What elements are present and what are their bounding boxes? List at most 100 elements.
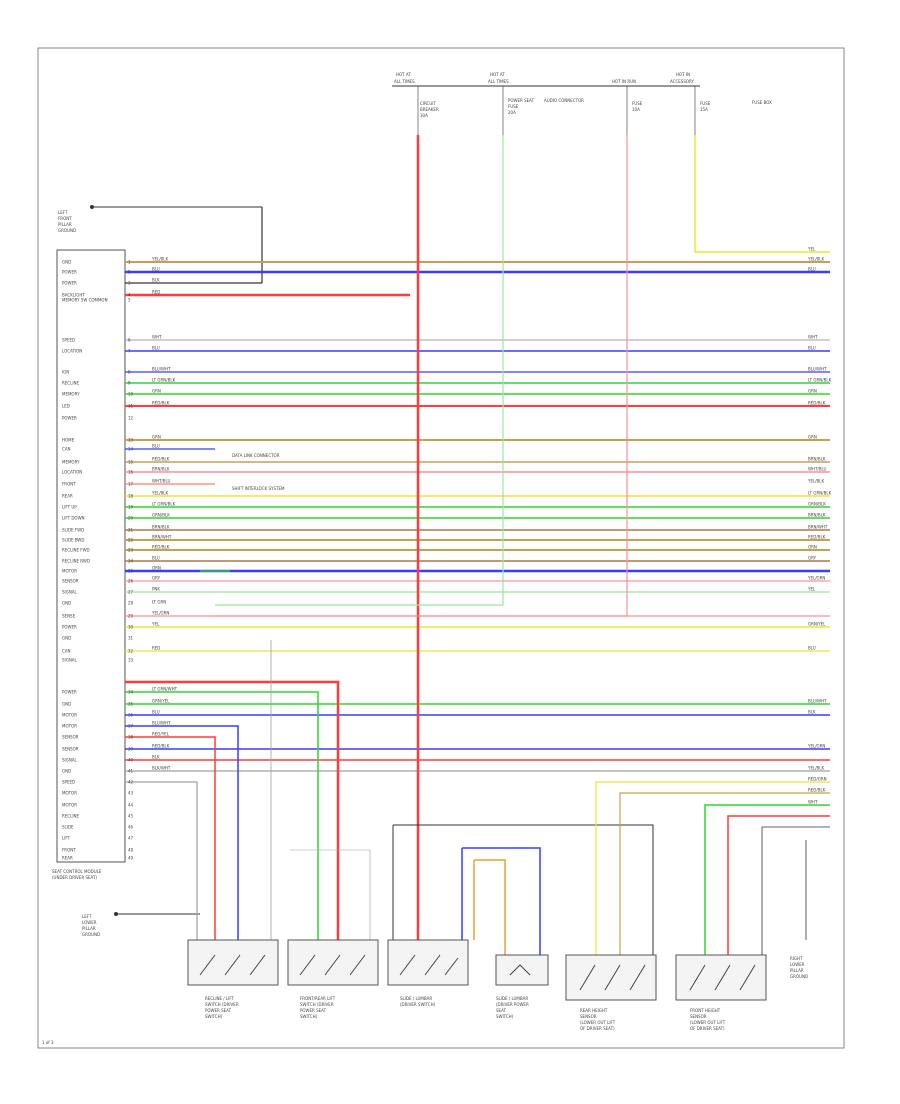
wire-label-right: GRN bbox=[808, 435, 817, 440]
fuse-2-line3: 20A bbox=[508, 110, 516, 115]
ground-right-line-3: PILLAR bbox=[790, 968, 804, 973]
module-label-1: SEAT CONTROL MODULE bbox=[52, 869, 102, 874]
wire-label-left: RED/YEL bbox=[152, 732, 170, 737]
module-pin-label: POWER bbox=[62, 625, 77, 630]
wire-label-right: RED/BLK bbox=[808, 788, 826, 793]
module-pin-label: RECLINE bbox=[62, 381, 80, 386]
motor-symbol bbox=[509, 964, 531, 976]
wire-label-left: ORN bbox=[152, 566, 161, 571]
ground-right-line-4: GROUND bbox=[790, 974, 808, 979]
module-pin-label: BACKLIGHT bbox=[62, 293, 85, 298]
wire-label-right: LT GRN/BLK bbox=[808, 491, 832, 496]
module-pin-number: 9 bbox=[128, 381, 131, 386]
module-pin-number: 1 bbox=[128, 260, 131, 265]
module-pin-label: SENSE bbox=[62, 614, 76, 619]
wire-label-right: BLU/WHT bbox=[808, 699, 827, 704]
module-pin-number: 11 bbox=[128, 404, 134, 409]
wire-label-left: BLK bbox=[152, 755, 160, 760]
wire-label-right: YEL/BLK bbox=[807, 479, 825, 484]
module-pin-label: MEMORY bbox=[62, 392, 80, 397]
ground-bottom-line-4: GROUND bbox=[82, 932, 100, 937]
blue-to-motor bbox=[462, 847, 541, 955]
wire-label-left: BLK/WHT bbox=[152, 766, 171, 771]
module-pin-label: LIFT bbox=[62, 836, 71, 841]
module-pin-number: 43 bbox=[128, 791, 134, 796]
wire-label-left: RED/BLK bbox=[152, 457, 170, 462]
wire-label-left: RED bbox=[152, 290, 160, 295]
wire-label-right: WHT bbox=[808, 335, 818, 340]
module-pin-label: CAN bbox=[62, 649, 71, 654]
comp3-l2: (DRIVER SWITCH) bbox=[400, 1002, 436, 1007]
module-pin-label: SENSOR bbox=[62, 735, 79, 740]
module-pin-number: 10 bbox=[128, 392, 134, 397]
comp5-l4: OF DRIVER SEAT) bbox=[580, 1026, 615, 1031]
module-pin-number: 45 bbox=[128, 814, 134, 819]
wire-label-left: BLU bbox=[152, 710, 160, 715]
module-pin-number: 4 bbox=[128, 293, 131, 298]
module-pin-number: 44 bbox=[128, 803, 134, 808]
recline-switch-symbol bbox=[199, 954, 266, 976]
module-pin-label: IGN bbox=[62, 370, 69, 375]
comp2-l1: FRONT/REAR LIFT bbox=[300, 996, 336, 1001]
module-pin-label: MOTOR bbox=[62, 569, 77, 574]
module-pin-label: GND bbox=[62, 601, 71, 606]
wire-label-left: BLU/WHT bbox=[152, 721, 171, 726]
comp4-l2: (DRIVER POWER bbox=[496, 1002, 529, 1007]
wire-label-right: RED/BLK bbox=[808, 401, 826, 406]
module-pin-number: 27 bbox=[128, 590, 134, 595]
wire-label-right: YEL/GRN bbox=[807, 744, 825, 749]
module-pin-number: 24 bbox=[128, 559, 134, 564]
fuse-1-line3: 30A bbox=[420, 113, 428, 118]
black-to-front bbox=[761, 826, 830, 955]
data-link-note: DATA LINK CONNECTOR bbox=[232, 453, 280, 458]
fuse-1-line2: BREAKER bbox=[420, 107, 439, 112]
wire-label-right: YEL/BLK bbox=[807, 257, 825, 262]
diagram-border bbox=[37, 47, 845, 1049]
comp6-l2: SENSOR bbox=[690, 1014, 707, 1019]
bottom-components: RECLINE / LIFT SWITCH (DRIVER POWER SEAT… bbox=[187, 939, 767, 1031]
front-rear-lift-switch-box bbox=[287, 939, 379, 986]
module-pin-label: LOCATION bbox=[62, 349, 82, 354]
wire-label-left: RED/BLK bbox=[152, 545, 170, 550]
module-pin-label: MOTOR bbox=[62, 713, 77, 718]
ground-bottom-line-1: LEFT bbox=[82, 914, 92, 919]
module-pin-label: FRONT bbox=[62, 848, 76, 853]
module-pin-number: 22 bbox=[128, 538, 134, 543]
module-pin-label: SLIDE BWD bbox=[62, 538, 84, 543]
module-pin-label: RECLINE BWD bbox=[62, 559, 90, 564]
module-pin-label: SIGNAL bbox=[62, 658, 78, 663]
fuses: CIRCUIT BREAKER 30A POWER SEAT FUSE 20A … bbox=[420, 98, 711, 118]
rear-height-sensor-box bbox=[565, 954, 657, 1001]
wire-label-left: BLU bbox=[152, 267, 160, 272]
blue-to-recline bbox=[125, 725, 239, 940]
slide-lumbar-switch-box bbox=[387, 939, 469, 986]
wire-label-right: YEL bbox=[807, 247, 816, 252]
module-pin-number: 13 bbox=[128, 438, 134, 443]
module-pin-number: 7 bbox=[128, 349, 131, 354]
module-pin-label: GND bbox=[62, 636, 71, 641]
wire-label-left: GRN/BLK bbox=[152, 513, 170, 518]
source-label-3: HOT IN RUN bbox=[612, 79, 636, 84]
module-pin-label: REAR bbox=[62, 856, 73, 861]
module-pin-number: 21 bbox=[128, 528, 134, 533]
wire-label-left: RED bbox=[152, 646, 160, 651]
module-pin-number: 32 bbox=[128, 649, 134, 654]
comp2-l3: POWER SEAT bbox=[300, 1008, 327, 1013]
wire-label-left: YEL bbox=[151, 622, 160, 627]
ground-right-line-2: LOWER bbox=[790, 962, 805, 967]
fuse-1-name: CIRCUIT bbox=[420, 101, 436, 106]
source-label-4b: ACCESSORY bbox=[670, 79, 695, 84]
module-pin-number: 28 bbox=[128, 601, 134, 606]
wire-label-right: RED/BLK bbox=[808, 535, 826, 540]
rear-sensor-symbol bbox=[579, 964, 646, 991]
ground-left-top: LEFT FRONT PILLAR GROUND bbox=[58, 205, 263, 283]
module-pin-number: 35 bbox=[128, 702, 134, 707]
wire-label-left: YEL/BLK bbox=[151, 257, 169, 262]
front-sensor-symbol bbox=[689, 964, 756, 991]
pink-feed-vertical bbox=[215, 135, 628, 617]
wire-label-left: LT GRN/BLK bbox=[152, 502, 176, 507]
gray-to-recline bbox=[125, 781, 198, 940]
wire-label-left: BLU bbox=[152, 346, 160, 351]
